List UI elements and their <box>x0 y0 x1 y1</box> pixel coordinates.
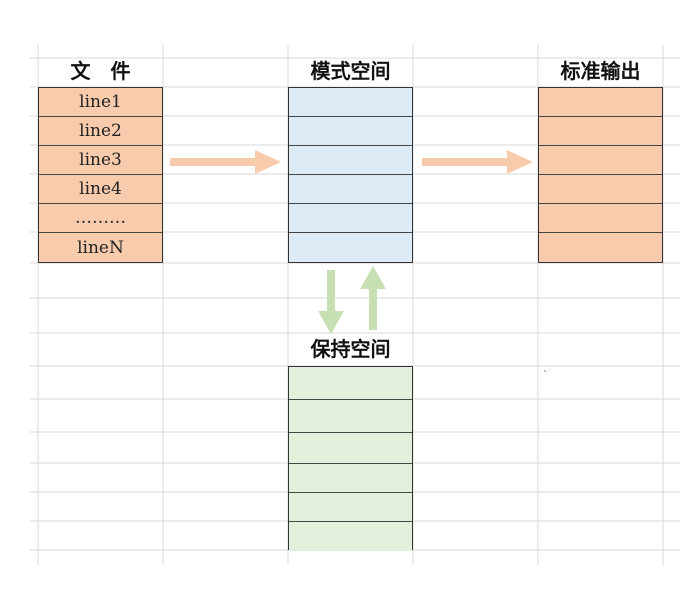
arrow-file-to-pattern <box>170 150 281 174</box>
file-line-ellipsis: ……… <box>39 204 162 233</box>
arrow-pattern-to-hold <box>318 270 344 334</box>
pattern-space-cell <box>289 233 412 262</box>
arrow-hold-to-pattern <box>360 266 386 330</box>
hold-space-cell <box>289 433 412 464</box>
stdout-cell <box>539 204 662 233</box>
hold-space-column <box>288 366 413 551</box>
stdout-cell <box>539 88 662 117</box>
file-title: 文 件 <box>70 59 131 83</box>
pattern-space-cell <box>289 175 412 204</box>
file-line-2: line2 <box>39 117 162 146</box>
arrow-pattern-to-stdout <box>422 150 533 174</box>
hold-space-cell <box>289 493 412 522</box>
pattern-space-column <box>288 87 413 263</box>
pattern-space-cell <box>289 88 412 117</box>
pattern-space-cell <box>289 117 412 146</box>
stray-mark: ` <box>543 370 548 381</box>
file-line-1: line1 <box>39 88 162 117</box>
file-line-4: line4 <box>39 175 162 204</box>
file-line-3: line3 <box>39 146 162 175</box>
stdout-cell <box>539 146 662 175</box>
hold-space-title: 保持空间 <box>310 337 391 361</box>
hold-space-cell <box>289 367 412 400</box>
file-column: line1 line2 line3 line4 ……… lineN <box>38 87 163 263</box>
stdout-cell <box>539 233 662 262</box>
hold-space-cell <box>289 400 412 433</box>
hold-space-cell <box>289 522 412 551</box>
pattern-space-cell <box>289 146 412 175</box>
stdout-cell <box>539 175 662 204</box>
stdout-cell <box>539 117 662 146</box>
pattern-space-title: 模式空间 <box>310 59 391 83</box>
stdout-column <box>538 87 663 263</box>
file-line-n: lineN <box>39 233 162 262</box>
stdout-title: 标准输出 <box>560 59 641 83</box>
hold-space-cell <box>289 464 412 493</box>
pattern-space-cell <box>289 204 412 233</box>
